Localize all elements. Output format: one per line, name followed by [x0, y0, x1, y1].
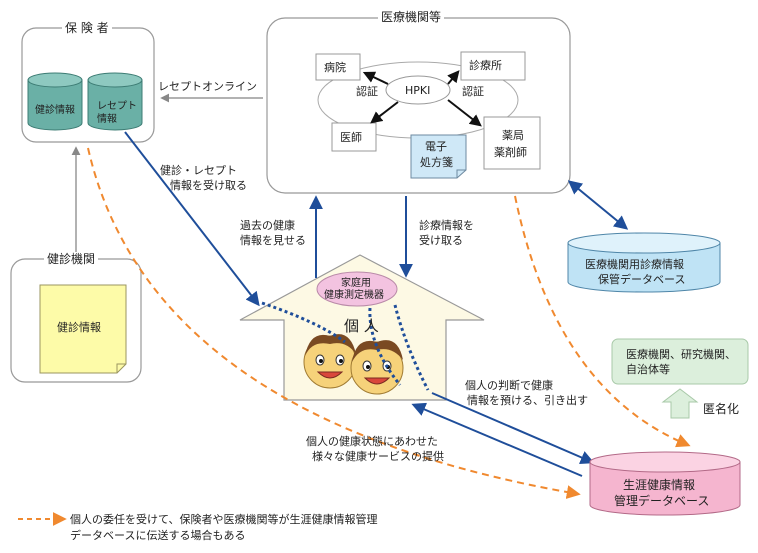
eprescription-doc — [410, 134, 467, 179]
storage-db-label-2: 保管データベース — [598, 273, 686, 286]
eprescription-label-1: 電子 — [425, 140, 447, 153]
diag-label-1: 診療情報を — [419, 219, 474, 232]
insurer-checkup-db-label: 健診情報 — [35, 105, 75, 116]
hospital-box — [315, 53, 361, 81]
home-health-device — [316, 271, 398, 307]
auth-left-label: 認証 — [356, 85, 378, 98]
checkup-memo — [39, 284, 127, 374]
doctor-box — [331, 122, 377, 152]
lifetime-db-label-1: 生涯健康情報 — [623, 478, 696, 492]
services-label-2: 様々な健康サービスの提供 — [312, 450, 444, 463]
hospital-label: 病院 — [324, 61, 346, 74]
research-label-2: 自治体等 — [626, 363, 670, 376]
research-box — [611, 338, 749, 385]
person-label: 個 人 — [344, 317, 379, 335]
doctor-label: 医師 — [340, 131, 362, 144]
insurer-title: 保 険 者 — [62, 21, 112, 35]
lifetime-db — [589, 451, 741, 516]
auth-right-label: 認証 — [462, 85, 484, 98]
insurer-receipt-db-label-2: 情報 — [97, 114, 117, 125]
person-face-right — [350, 340, 404, 395]
receive-label-1: 健診・レセプト — [160, 164, 237, 177]
storage-db — [567, 232, 721, 293]
pharmacy-label-2: 薬剤師 — [494, 146, 527, 159]
insurer-checkup-db — [27, 72, 83, 131]
anonymize-arrow — [661, 388, 699, 419]
hpki-node — [385, 75, 451, 105]
research-label-1: 医療機関、研究機関、 — [626, 348, 736, 361]
clinic-box — [460, 51, 526, 81]
pharmacy-label-1: 薬局 — [502, 129, 524, 142]
insurer-receipt-db-label-1: レセプト — [97, 101, 137, 112]
device-label-2: 健康測定機器 — [324, 290, 384, 301]
receipt-online-label: レセプトオンライン — [158, 80, 257, 93]
checkup-org-title: 健診機関 — [44, 252, 99, 266]
person-face-left — [303, 334, 357, 389]
hpki-label: HPKI — [405, 84, 431, 97]
medical-title: 医療機関等 — [378, 10, 445, 24]
person-house — [239, 254, 485, 401]
legend-text-2: データベースに伝送する場合もある — [70, 529, 246, 542]
deposit-label-1: 個人の判断で健康 — [465, 379, 553, 392]
receive-label-2: 情報を受け取る — [170, 179, 247, 192]
show-label-1: 過去の健康 — [240, 219, 295, 232]
pharmacy-box — [483, 116, 541, 170]
deposit-label-2: 情報を預ける、引き出す — [467, 394, 588, 407]
show-label-2: 情報を見せる — [240, 234, 306, 247]
diag-label-2: 受け取る — [419, 234, 463, 247]
eprescription-label-2: 処方箋 — [420, 156, 453, 169]
services-label-1: 個人の健康状態にあわせた — [306, 435, 438, 448]
checkup-memo-label: 健診情報 — [57, 321, 101, 334]
storage-db-label-1: 医療機関用診療情報 — [585, 258, 684, 271]
legend-text-1: 個人の委任を受けて、保険者や医療機関等が生涯健康情報管理 — [70, 513, 378, 526]
lifetime-db-label-2: 管理データベース — [614, 494, 710, 508]
clinic-label: 診療所 — [469, 59, 502, 72]
insurer-receipt-db — [87, 72, 143, 131]
anonymize-label: 匿名化 — [703, 402, 740, 416]
device-label-1: 家庭用 — [341, 278, 371, 289]
